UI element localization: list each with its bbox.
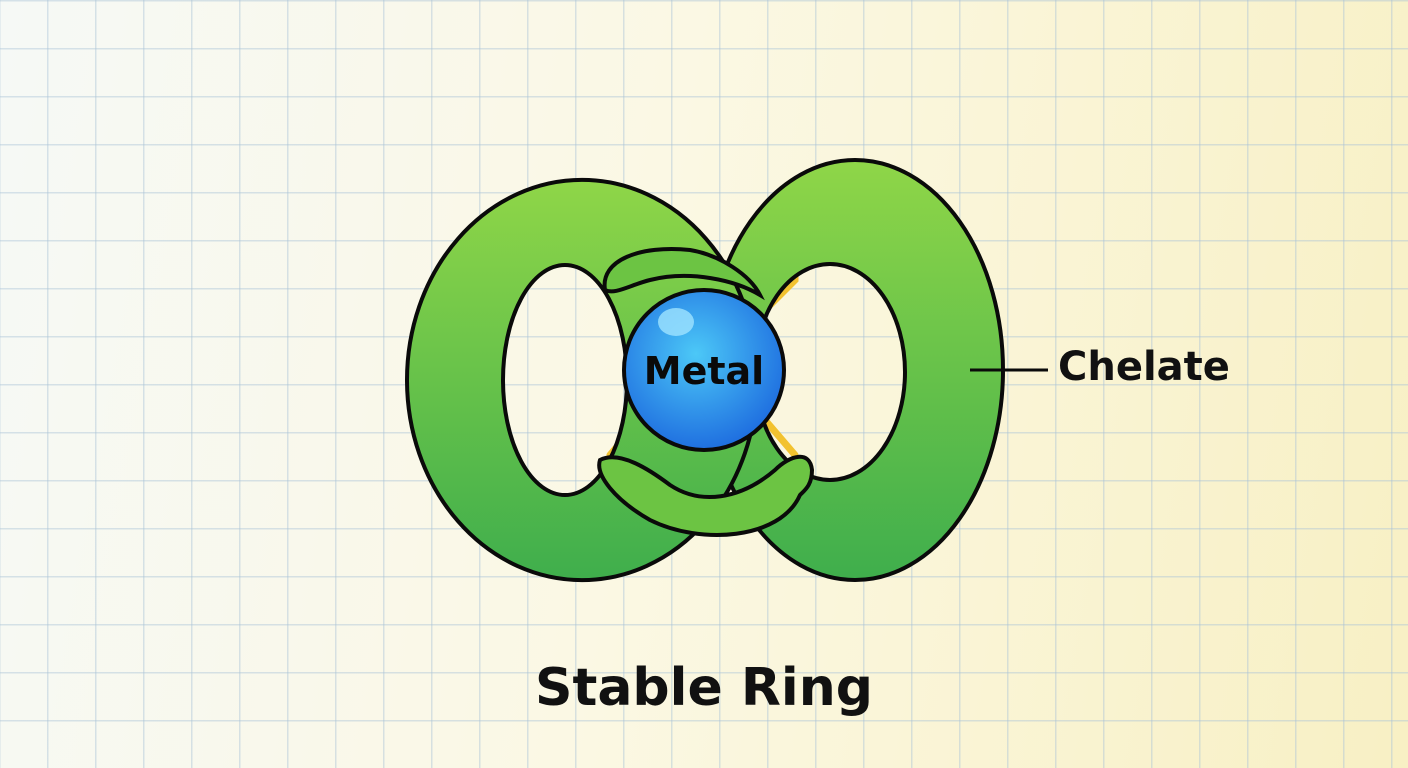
ligand-hook-bottom	[597, 454, 815, 537]
metal-label: Metal	[644, 349, 764, 393]
diagram-caption: Stable Ring	[535, 658, 873, 718]
chelate-label: Chelate	[1058, 344, 1230, 390]
ligand-hook-top	[602, 247, 765, 301]
bond	[761, 416, 799, 459]
metal-highlight	[658, 308, 694, 336]
